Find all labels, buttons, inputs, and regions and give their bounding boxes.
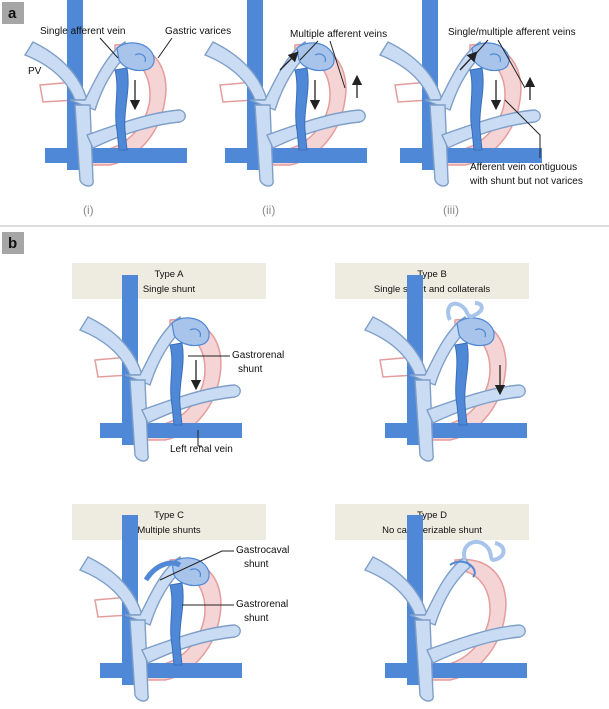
leader-contiguous: [504, 99, 541, 158]
leader-single-multiple-2: [497, 39, 526, 89]
type-b-title: Type B: [417, 269, 447, 280]
label-gastrocaval-1: Gastrocaval: [236, 545, 289, 556]
subpanel-label-i: (i): [83, 203, 94, 217]
diagram-type-b: [364, 274, 528, 462]
type-d-subtitle: No catheterizable shunt: [382, 525, 482, 536]
label-contiguous-line2: with shunt but not varices: [469, 176, 583, 187]
type-c-subtitle: Multiple shunts: [137, 525, 201, 536]
label-single-afferent-vein: Single afferent vein: [40, 26, 125, 37]
type-c-box: [72, 504, 266, 540]
type-d-box: [335, 504, 529, 540]
diagram-type-d: [363, 515, 527, 702]
label-pv: PV: [28, 66, 42, 77]
leader-left-renal-vein: [197, 430, 202, 447]
label-gastrorenal-a-1: Gastrorenal: [232, 350, 284, 361]
type-b-subtitle: Single shunt and collaterals: [374, 284, 490, 295]
label-gastrorenal-c-1: Gastrorenal: [236, 599, 288, 610]
label-left-renal-vein: Left renal vein: [170, 444, 233, 455]
diagram-a-i: [24, 0, 188, 187]
diagram-a-ii: [204, 0, 368, 187]
label-gastrorenal-c-2: shunt: [244, 613, 269, 624]
label-gastrorenal-a-2: shunt: [238, 364, 263, 375]
type-b-box: [335, 263, 529, 299]
type-d-title: Type D: [417, 510, 447, 521]
leader-multiple-2: [329, 40, 346, 89]
label-single-multiple-afferent: Single/multiple afferent veins: [448, 27, 576, 38]
type-a-subtitle: Single shunt: [143, 284, 196, 295]
subpanel-label-iii: (iii): [443, 203, 459, 217]
leader-multiple-1: [299, 40, 319, 61]
leader-single-afferent: [99, 37, 119, 59]
diagram-type-a: [79, 274, 243, 462]
panel-b-letter: b: [8, 235, 17, 252]
leader-gastric-varices: [157, 37, 173, 59]
type-c-title: Type C: [154, 510, 184, 521]
diagram-type-c: [79, 514, 243, 702]
leader-single-multiple-1: [471, 39, 489, 59]
panel-a-letter-box: [2, 2, 24, 24]
label-gastrocaval-2: shunt: [244, 559, 269, 570]
diagram-a-iii: [379, 0, 543, 187]
type-a-box: [72, 263, 266, 299]
panel-a-letter: a: [8, 5, 17, 22]
panel-b-letter-box: [2, 232, 24, 254]
leader-gastrocaval: [159, 550, 234, 581]
label-contiguous-line1: Afferent vein contiguous: [470, 162, 577, 173]
type-a-title: Type A: [154, 269, 184, 280]
subpanel-label-ii: (ii): [262, 203, 275, 217]
label-multiple-afferent-veins: Multiple afferent veins: [290, 29, 387, 40]
label-gastric-varices: Gastric varices: [165, 26, 231, 37]
